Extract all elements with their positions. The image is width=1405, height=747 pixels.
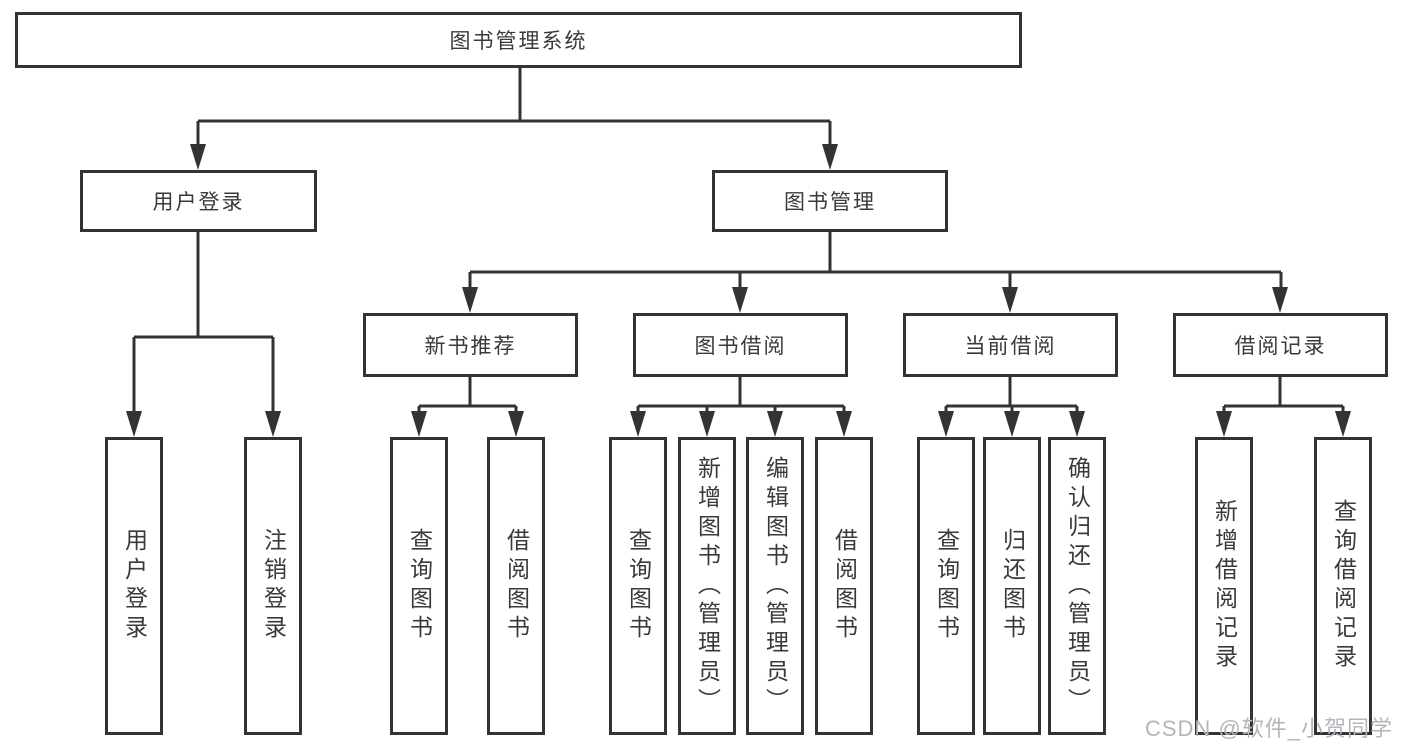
node-label: 图书借阅 [694, 335, 787, 358]
leaf-borrowing-query-books: 查询图书 [609, 437, 667, 735]
node-label: 当前借阅 [964, 335, 1057, 358]
leaf-logout: 注销登录 [244, 437, 302, 735]
leaf-label: 注销登录 [260, 528, 287, 644]
node-book-borrowing: 图书借阅 [633, 313, 848, 377]
leaf-return-books: 归还图书 [983, 437, 1041, 735]
leaf-label: 新增图书（管理员） [694, 455, 721, 717]
leaf-label: 借阅图书 [503, 528, 530, 644]
node-user-login: 用户登录 [80, 170, 317, 232]
node-current-borrowing: 当前借阅 [903, 313, 1118, 377]
node-label: 图书管理 [784, 191, 876, 214]
leaf-label: 确认归还（管理员） [1064, 455, 1091, 717]
leaf-confirm-return-admin: 确认归还（管理员） [1048, 437, 1106, 735]
leaf-edit-books-admin: 编辑图书（管理员） [746, 437, 804, 735]
node-new-book-recommendation: 新书推荐 [363, 313, 578, 377]
leaf-recommend-borrow-books: 借阅图书 [487, 437, 545, 735]
leaf-label: 借阅图书 [831, 528, 858, 644]
arrowheads [126, 144, 1351, 437]
node-label: 用户登录 [152, 191, 245, 214]
leaf-label: 查询图书 [933, 528, 960, 644]
csdn-watermark: CSDN @软件_小贺同学 [1144, 716, 1393, 741]
leaf-current-query-books: 查询图书 [917, 437, 975, 735]
leaf-label: 新增借阅记录 [1211, 499, 1238, 673]
node-book-management: 图书管理 [712, 170, 948, 232]
leaf-label: 查询图书 [625, 528, 652, 644]
leaf-label: 编辑图书（管理员） [762, 455, 789, 717]
leaf-add-borrow-record: 新增借阅记录 [1195, 437, 1253, 735]
leaf-query-borrow-record: 查询借阅记录 [1314, 437, 1372, 735]
leaf-recommend-query-books: 查询图书 [390, 437, 448, 735]
leaf-label: 查询图书 [406, 528, 433, 644]
leaf-label: 归还图书 [999, 528, 1026, 644]
leaf-user-login: 用户登录 [105, 437, 163, 735]
leaf-label: 用户登录 [121, 528, 148, 644]
node-label: 图书管理系统 [449, 30, 588, 53]
node-library-management-system: 图书管理系统 [15, 12, 1022, 68]
node-label: 借阅记录 [1234, 335, 1327, 358]
leaf-borrow-books: 借阅图书 [815, 437, 873, 735]
leaf-label: 查询借阅记录 [1330, 499, 1357, 673]
node-borrowing-records: 借阅记录 [1173, 313, 1388, 377]
leaf-add-books-admin: 新增图书（管理员） [678, 437, 736, 735]
node-label: 新书推荐 [424, 335, 517, 358]
